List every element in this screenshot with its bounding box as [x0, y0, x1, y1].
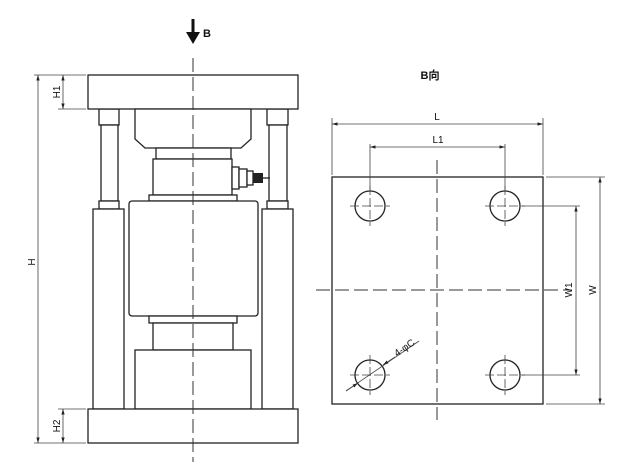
dimension-l — [331, 118, 544, 175]
hole-callout-leader — [345, 340, 420, 392]
view-arrow-icon — [186, 19, 200, 44]
dimension-w-label: W — [588, 285, 599, 295]
mounting-holes — [350, 186, 525, 395]
cable-connector-icon — [231, 166, 270, 190]
dimension-h1 — [58, 75, 86, 110]
dimension-w1 — [522, 205, 580, 376]
dimension-l1 — [369, 144, 506, 190]
view-arrow-label: B — [203, 28, 211, 40]
lower-block — [134, 349, 252, 410]
dimension-h — [34, 74, 86, 444]
hole-bottom-right — [485, 355, 525, 395]
right-column — [261, 108, 294, 410]
hole-top-right — [485, 186, 525, 226]
dimension-l-label: L — [434, 112, 440, 123]
view-title: B向 — [421, 68, 440, 82]
dimension-l1-label: L1 — [432, 135, 444, 146]
hole-top-left — [350, 186, 390, 226]
dimension-w1-label: W1 — [564, 282, 575, 297]
dimension-h2 — [58, 408, 86, 443]
left-column — [92, 108, 125, 410]
dimension-h2-label: H2 — [52, 419, 63, 432]
base-plate-outline — [331, 176, 544, 405]
dimension-w — [546, 176, 605, 405]
bottom-view: B向 L L1 W1 — [316, 68, 605, 420]
dimension-h1-label: H1 — [52, 85, 63, 98]
dimension-h-label: H — [27, 258, 38, 265]
hole-callout-label: 4-φC — [392, 337, 417, 359]
front-view: B — [27, 19, 299, 462]
